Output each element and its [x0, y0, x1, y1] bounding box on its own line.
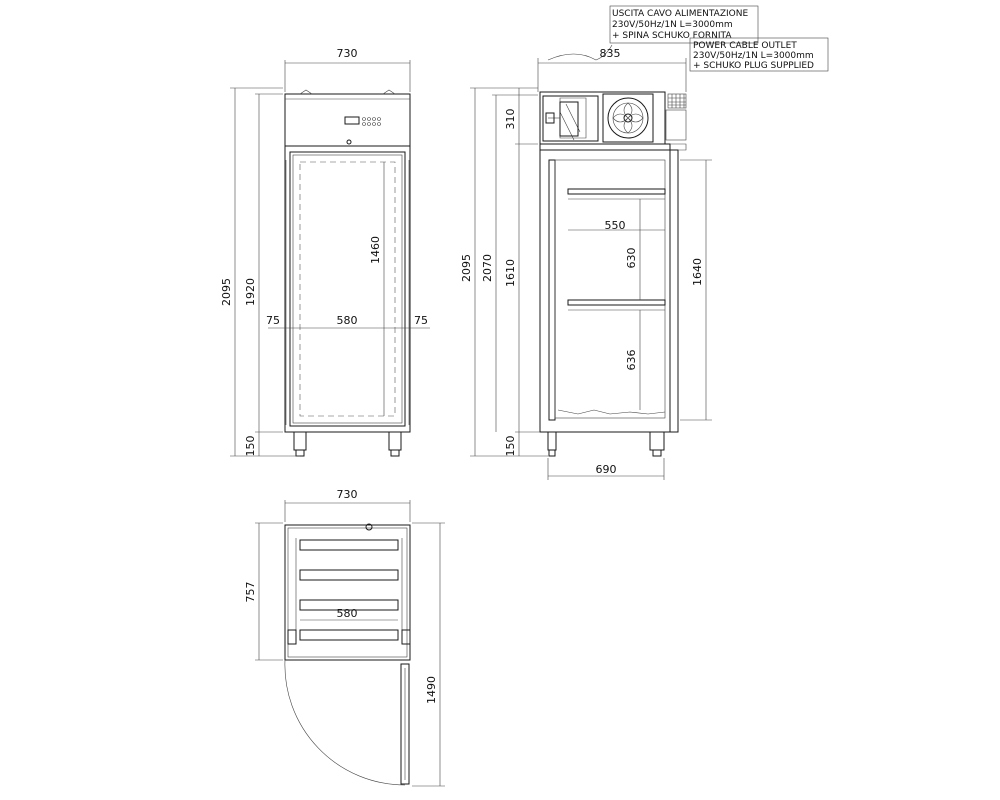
cable-note-english: POWER CABLE OUTLET 230V/50Hz/1N L=3000mm… — [689, 37, 829, 72]
dim-top-depth: 757 — [244, 582, 257, 603]
cable-note-italian: USCITA CAVO ALIMENTAZIONE 230V/50Hz/1N L… — [609, 5, 759, 44]
dim-side-depth-top: 835 — [600, 47, 621, 60]
back-rail — [548, 159, 556, 421]
dim-front-leg-height: 150 — [244, 436, 257, 457]
leg-right — [388, 431, 402, 451]
dim-side-door-height: 1640 — [691, 258, 704, 286]
dim-front-internal-height: 1460 — [369, 236, 382, 264]
dim-side-base-depth: 690 — [596, 463, 617, 476]
dim-top-internal-width: 580 — [337, 607, 358, 620]
note-it-line-3: + SPINA SCHUKO FORNITA — [612, 31, 732, 41]
shelf-upper — [567, 188, 666, 200]
top-shelves — [295, 538, 403, 641]
fan-icon — [607, 97, 649, 139]
dim-side-shelf-spacing-lower: 636 — [625, 350, 638, 371]
dim-top-door-open-depth: 1490 — [425, 676, 438, 704]
dim-front-right-margin: 75 — [414, 314, 428, 327]
shelf-lower — [567, 299, 666, 311]
dim-top-width: 730 — [337, 488, 358, 501]
leg-left — [293, 431, 307, 451]
dim-side-rail-width: 550 — [605, 219, 626, 232]
front-view — [230, 60, 430, 457]
note-it-line-1: USCITA CAVO ALIMENTAZIONE — [612, 9, 748, 19]
note-en-line-3: + SCHUKO PLUG SUPPLIED — [693, 61, 814, 71]
open-door — [400, 663, 410, 785]
note-it-line-2: 230V/50Hz/1N L=3000mm — [612, 20, 733, 30]
top-view — [255, 500, 445, 787]
dim-side-leg-height: 150 — [504, 436, 517, 457]
dim-front-internal-width: 580 — [337, 314, 358, 327]
dim-side-body-height: 2070 — [481, 254, 494, 282]
fan-housing — [602, 93, 654, 143]
side-view — [470, 44, 712, 480]
display-panel — [344, 116, 360, 125]
dim-side-unit-height: 310 — [504, 109, 517, 130]
dim-front-total-height: 2095 — [220, 278, 233, 306]
dim-front-width: 730 — [337, 47, 358, 60]
note-en-line-2: 230V/50Hz/1N L=3000mm — [693, 51, 814, 61]
cable-outlet-icon — [365, 523, 373, 531]
dim-side-shelf-spacing-upper: 630 — [625, 248, 638, 269]
note-en-line-1: POWER CABLE OUTLET — [693, 41, 797, 51]
dim-side-total-height: 2095 — [460, 254, 473, 282]
dim-front-body-height: 1920 — [244, 278, 257, 306]
vent-grid — [667, 93, 687, 109]
lock-icon — [346, 139, 352, 145]
control-buttons — [362, 117, 381, 126]
dim-front-left-margin: 75 — [266, 314, 280, 327]
dim-side-internal-height: 1610 — [504, 259, 517, 287]
compressor-box — [542, 95, 599, 142]
leg-front — [649, 431, 665, 451]
leg-back — [547, 431, 557, 451]
